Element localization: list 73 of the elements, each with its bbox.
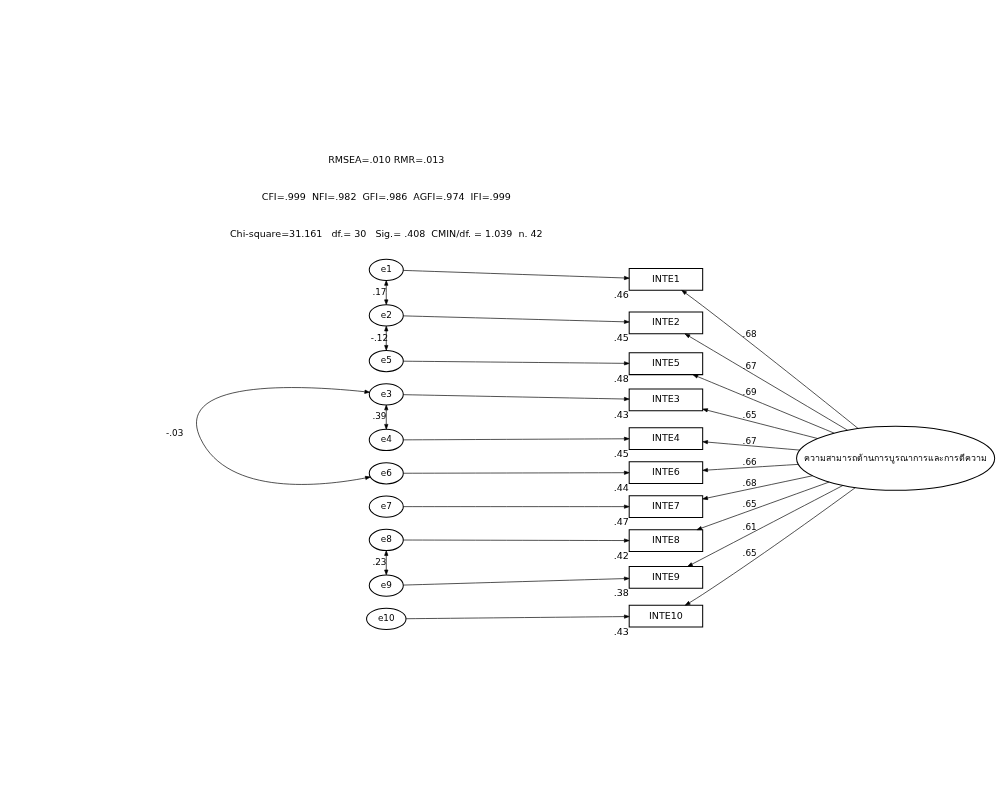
edge-label: .67 xyxy=(742,360,757,371)
node-ellipse: e2 xyxy=(368,303,404,327)
edge-label: .68 xyxy=(742,328,757,339)
node-ellipse: ความสามารถด้านการบูรณาการและการตีความ xyxy=(796,425,996,491)
edge-label: .65 xyxy=(742,498,757,509)
node-box: INTE3 xyxy=(628,387,704,411)
arrow xyxy=(403,269,630,280)
arrow xyxy=(384,404,389,429)
node-label: .46 xyxy=(613,288,629,300)
label: RMSEA=.010 RMR=.013 xyxy=(328,153,445,165)
edge-label: -.12 xyxy=(370,332,389,343)
edge-label: -.03 xyxy=(166,427,184,438)
node-ellipse: e9 xyxy=(368,573,404,597)
node-box: INTE8 xyxy=(628,528,704,552)
arrow xyxy=(403,360,630,365)
edge-label: .69 xyxy=(742,386,757,397)
arrow xyxy=(403,470,630,475)
arrow xyxy=(384,549,389,575)
node-box: INTE7 xyxy=(628,494,704,518)
node-ellipse: e3 xyxy=(368,382,404,405)
node-ellipse: e4 xyxy=(368,428,404,451)
node-label: .42 xyxy=(613,549,629,561)
arrow xyxy=(692,373,835,433)
node-box: INTE9 xyxy=(628,565,704,589)
arrow xyxy=(405,614,630,619)
arrow xyxy=(702,407,818,439)
edge-label: .17 xyxy=(372,286,387,297)
node-box: INTE10 xyxy=(628,604,704,628)
node-ellipse: e10 xyxy=(366,607,407,630)
node-box: INTE5 xyxy=(628,351,704,375)
arrow xyxy=(684,333,848,431)
arrow xyxy=(684,486,856,606)
arrow xyxy=(403,315,630,324)
arrow xyxy=(403,393,630,401)
node-label: .45 xyxy=(613,331,629,343)
label: CFI=.999 NFI=.982 GFI=.986 AGFI=.974 IFI=.999 xyxy=(261,190,511,202)
node-label: .38 xyxy=(613,586,629,598)
arrow xyxy=(196,386,371,485)
node-box: INTE4 xyxy=(628,426,704,450)
node-ellipse: e7 xyxy=(368,495,404,518)
arrow xyxy=(681,289,859,429)
node-ellipse: e5 xyxy=(368,349,404,372)
arrow xyxy=(687,484,844,567)
node-ellipse: e6 xyxy=(368,461,404,484)
arrow xyxy=(696,481,830,530)
node-label: .45 xyxy=(613,447,629,459)
edge-label: .61 xyxy=(742,521,757,532)
node-ellipse: e1 xyxy=(368,258,404,281)
edge-label: .39 xyxy=(372,410,387,421)
node-ellipse: e8 xyxy=(368,528,404,551)
node-label: .44 xyxy=(613,481,629,493)
arrow xyxy=(384,279,389,305)
arrow xyxy=(403,504,630,509)
node-label: .48 xyxy=(613,372,629,384)
edge-label: .23 xyxy=(372,556,387,567)
edge-label: .68 xyxy=(742,477,757,488)
edge-label: .66 xyxy=(742,456,757,467)
label: Chi-square=31.161 df.= 30 Sig.= .408 CMIN/df. = 1.039 n. 42 xyxy=(229,227,543,239)
edge-label: .65 xyxy=(742,547,757,558)
node-label: .43 xyxy=(613,625,629,637)
edge-label: .65 xyxy=(742,409,757,420)
node-label: .47 xyxy=(613,515,629,527)
arrow xyxy=(403,436,630,441)
node-label: .43 xyxy=(613,408,629,420)
arrow xyxy=(702,439,801,450)
node-box: INTE6 xyxy=(628,460,704,484)
edge-label: .67 xyxy=(742,435,757,446)
node-box: INTE1 xyxy=(628,267,704,291)
node-box: INTE2 xyxy=(628,311,704,334)
arrow xyxy=(403,576,630,585)
arrow xyxy=(702,463,799,472)
arrow xyxy=(403,538,630,543)
arrow xyxy=(702,474,813,500)
